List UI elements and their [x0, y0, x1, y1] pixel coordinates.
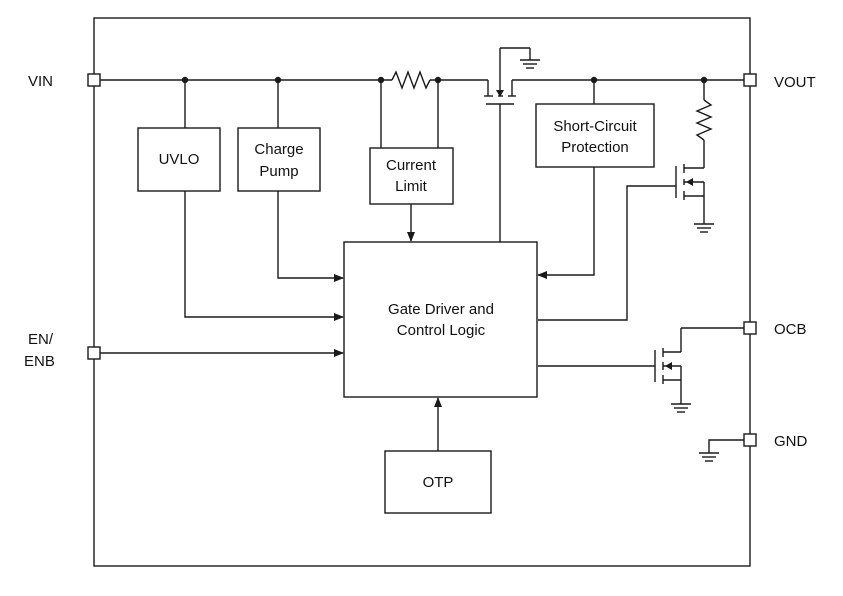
charge-pump-label-1: Charge — [254, 141, 303, 158]
vout-label: VOUT — [774, 74, 816, 91]
charge-pump-label-2: Pump — [259, 163, 298, 180]
en-pin — [87, 346, 101, 360]
gnd-pin — [743, 433, 757, 447]
short-circuit-label-1: Short-Circuit — [553, 118, 637, 135]
short-circuit-arrow — [537, 167, 595, 279]
otp-label: OTP — [423, 474, 454, 491]
uvlo-label: UVLO — [159, 151, 200, 168]
short-circuit-block: Short-Circuit Protection — [535, 103, 655, 168]
discharge-gate-wire — [538, 185, 676, 321]
charge-pump-block: Charge Pump — [237, 127, 321, 192]
ocb-mosfet — [538, 327, 745, 413]
current-limit-block: Current Limit — [369, 147, 454, 205]
gnd-symbol — [699, 439, 745, 462]
vin-pin — [87, 73, 101, 87]
gate-driver-label-1: Gate Driver and — [388, 301, 494, 318]
ocb-pin — [743, 321, 757, 335]
charge-pump-arrow — [277, 191, 344, 282]
en-label-1: EN/ — [28, 331, 54, 348]
gate-driver-label-2: Control Logic — [397, 322, 486, 339]
short-circuit-label-2: Protection — [561, 139, 629, 156]
vout-pin — [743, 73, 757, 87]
en-label-2: ENB — [24, 353, 55, 370]
gate-driver-block: Gate Driver and Control Logic — [343, 241, 538, 398]
sense-resistor — [391, 70, 431, 90]
current-limit-label-1: Current — [386, 157, 437, 174]
current-limit-label-2: Limit — [395, 178, 428, 195]
uvlo-block: UVLO — [137, 127, 221, 192]
vin-label: VIN — [28, 73, 53, 90]
discharge-mosfet — [675, 80, 714, 233]
ocb-label: OCB — [774, 321, 807, 338]
gnd-label: GND — [774, 433, 808, 450]
pass-mosfet — [484, 47, 540, 242]
uvlo-arrow — [184, 191, 344, 321]
otp-block: OTP — [384, 450, 492, 514]
